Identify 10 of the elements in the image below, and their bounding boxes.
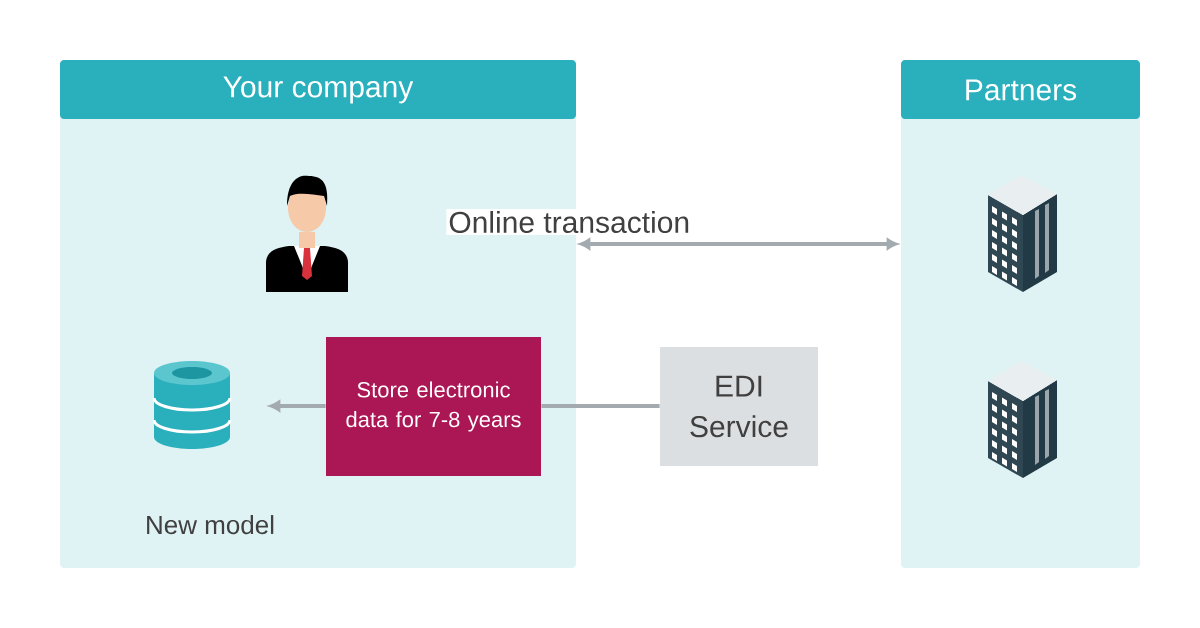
arrow: [269, 400, 326, 412]
person-icon: [266, 175, 348, 292]
text-box: Store electronic data for 7-8 years: [326, 337, 541, 476]
building-icon: [988, 175, 1057, 292]
edge-label: Online transaction: [446, 209, 693, 235]
arrow: [579, 238, 898, 250]
database-icon: [152, 361, 232, 449]
text-box: EDI Service: [660, 347, 818, 466]
building-icon: [988, 361, 1057, 478]
node-label: New model: [147, 515, 274, 535]
